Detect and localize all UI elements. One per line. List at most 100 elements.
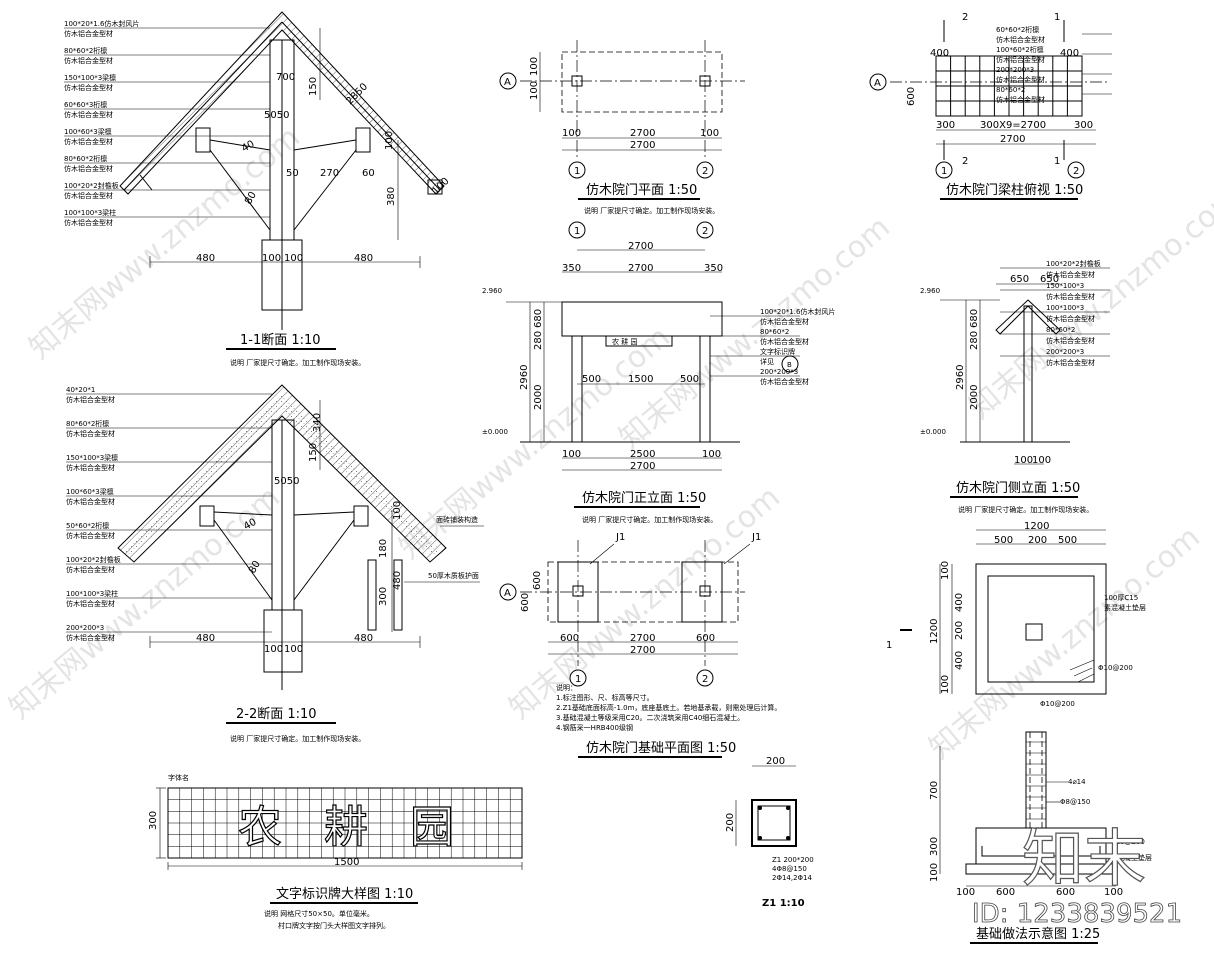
dim-text: 380 [386,187,397,206]
dim-text: 2960 [519,365,530,390]
callout-label: 60*60*3桁檩 [64,100,107,109]
dim-text: 100 [1014,455,1033,466]
foundation-plan: A J1 J1 600 600 600 2700 600 2700 1 2 说明… [499,532,781,758]
cut-label: 1 [886,640,892,651]
axis-label: 2 [702,226,708,237]
watermark-logo: 知末 [1022,822,1146,895]
callout-label: 80*60*2 [996,86,1025,94]
callout-label: 80*60*2 [760,328,789,336]
callout-sublabel: 仿木铝合金型材 [66,429,115,438]
dim-text: 500 [582,374,601,385]
z1-text: 2Φ14,2Φ14 [772,874,813,882]
dim-text: 2700 [630,633,655,644]
dim-text: 480 [196,633,215,644]
note-line: 4.钢筋采一HRB400级钢 [556,723,633,732]
z1-text: Z1 200*200 [772,856,814,864]
cut-label: 2 [962,12,968,23]
side-note: 说明 厂家提尺寸确定。加工制作现场安装。 [958,505,1093,514]
callout-label: 200*200*3 [760,368,798,376]
dim-text: 700 [276,72,295,83]
dim-text: 600 [1056,887,1075,898]
axis-label: 2 [1073,166,1079,177]
footing-label: 4⌀14 [1068,778,1086,786]
dim-text: 600 [906,87,917,106]
dim-text: 50 [286,168,299,179]
callout-label: 50厚木质板护面 [428,571,479,580]
dim-text: 350 [704,263,723,274]
callout-sublabel: 仿木铝合金型材 [64,137,113,146]
gate-sign [605,335,673,347]
dim-text: 100 [1104,887,1123,898]
callout-label: 文字标识牌 [760,347,795,356]
front-note: 说明 厂家提尺寸确定。加工制作现场安装。 [582,515,717,524]
gate-side-elevation: 650 650 2.960 ±0.000 680 280 2960 2000 1… [920,259,1110,514]
dim-text: 200 [766,756,785,767]
callout-sublabel: 仿木铝合金型材 [64,29,113,38]
column-z1-detail: 200 200 Z1 200*200 4Φ8@150 2Φ14,2Φ14 Z1 … [725,756,814,909]
callout-sublabel: 仿木铝合金型材 [64,191,113,200]
callout-label: 80*60*2桁檩 [66,419,109,428]
section-note: 说明 厂家提尺寸确定。加工制作现场安装。 [230,358,365,367]
j-label: J1 [751,532,761,543]
callout-sublabel: 仿木铝合金型材 [64,164,113,173]
dim-text: 100 [529,81,540,100]
dim-text: 60 [362,168,375,179]
plan-title: 仿木院门平面 1:50 [586,183,697,198]
pad-label: Φ10@200 [1098,664,1133,672]
dim-text: 100 [929,863,940,882]
footing-label: Φ8@150 [1060,798,1090,806]
callout-label: 150*100*3 [1046,282,1084,290]
beam-title: 仿木院门梁柱俯视 1:50 [946,182,1083,198]
pad-label: Φ10@200 [1040,700,1075,708]
dim-text: 100 [562,449,581,460]
section-2-2: 40*20*1仿木铝合金型材80*60*2桁檩仿木铝合金型材150*100*3梁… [66,384,484,743]
dim-text: 300X9=2700 [980,120,1046,131]
dim-text: 2500 [630,449,655,460]
dim-text: 300 [378,587,389,606]
callout-label: 100*100*3 [1046,304,1084,312]
sign-detail: 农 耕 园 字体名 300 1500 文字标识牌大样图 1:10 说明 网格尺寸… [148,773,523,930]
footing-section: 700 300 100 100 600 600 100 4⌀14 Φ8@150 … [929,731,1152,944]
dim-text: 500 [994,535,1013,546]
dim-text: 100 [940,561,951,580]
cut-label: 1 [1054,156,1060,167]
dim-text: 350 [562,263,581,274]
watermark-text: 知末网www.znzmo.com [3,480,287,726]
dim-text: 500 [1058,535,1077,546]
note-line: 1.标注图形、尺、标高等尺寸。 [556,693,654,702]
callout-label: 150*100*3梁檩 [64,73,116,82]
footing-title: 基础做法示意图 1:25 [976,926,1100,942]
callout-label: 仿木铝合金型材 [996,55,1045,64]
dim-text: 200 [725,813,736,832]
dim-text: 100 [940,675,951,694]
dim-text: 100 [284,644,303,655]
pad-outer [975,563,1107,695]
z1-title: Z1 1:10 [762,898,805,909]
footing-label: Φ10@200 [1110,838,1145,846]
dim-text: 2700 [630,128,655,139]
callout-label: 仿木铝合金型材 [760,337,809,346]
callout-sublabel: 仿木铝合金型材 [66,633,115,642]
watermark-text: 知末网www.znzmo.com [923,520,1207,766]
dim-text: 5050 [274,476,299,487]
gate-front-elevation: 1 2 2700 350 2700 350 农 耕 园 2.960 ±0.000… [482,221,835,524]
gate-sign-text: 农 耕 园 [612,337,637,346]
dim-text: 180 [378,539,389,558]
dim-text: 280 [533,331,544,350]
j-label: J1 [615,532,625,543]
callout-label: 仿木铝合金型材 [996,95,1045,104]
dim-text: 400 [1060,48,1079,59]
dim-text: 600 [532,571,543,590]
dim-text: 1200 [929,619,940,644]
footing-column [1025,731,1047,829]
dim-text: 680 [533,309,544,328]
callout-label: 仿木铝合金型材 [996,75,1045,84]
dim-text: 400 [954,651,965,670]
callout-label: 仿木铝合金型材 [1046,336,1095,345]
dim-text: 100 [284,253,303,264]
callout-label: 40*20*1 [66,386,95,394]
dim-text: 100 [529,57,540,76]
axis-label: A [504,77,511,88]
